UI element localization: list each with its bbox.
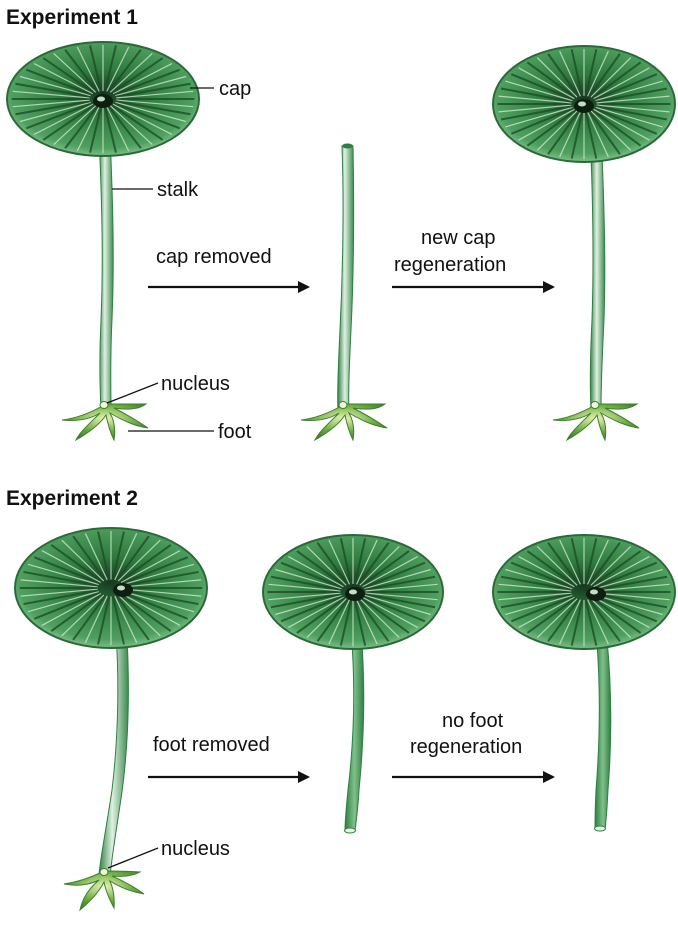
exp1-foot-2 (301, 402, 387, 441)
exp2-plant-foot-removed (263, 535, 443, 833)
exp2-plant-no-regeneration (493, 535, 675, 831)
exp2-step2-text-line2: regeneration (410, 736, 522, 758)
exp2-cap-2 (263, 535, 443, 649)
experiment-2-heading: Experiment 2 (6, 487, 138, 510)
foot-label: foot (218, 421, 252, 443)
exp1-plant-regenerated (493, 46, 675, 440)
exp2-nucleus (100, 869, 108, 876)
exp2-stalk-cut-1 (345, 620, 364, 831)
exp1-step2-text-line1: new cap (421, 227, 496, 249)
exp1-cap-intact (7, 42, 199, 156)
exp1-step1-text: cap removed (156, 246, 272, 268)
exp1-foot-intact (62, 402, 148, 441)
exp2-foot (64, 869, 144, 911)
cap-label: cap (219, 78, 251, 100)
exp1-nucleus-intact (100, 402, 108, 409)
exp1-foot-3 (553, 402, 639, 441)
stalk-label: stalk (157, 179, 199, 201)
exp2-stalk-intact (99, 620, 128, 877)
exp2-step2-text-line1: no foot (442, 710, 504, 732)
exp1-stalk-cut (338, 146, 354, 410)
nucleus-leader-line-exp1 (107, 383, 158, 403)
exp1-stalk-regen (590, 130, 605, 410)
exp2-step1-text: foot removed (153, 734, 270, 756)
exp2-cap-1 (15, 528, 207, 648)
nucleus-label-exp2: nucleus (161, 838, 230, 860)
nucleus-leader-line-exp2 (108, 848, 158, 868)
exp1-step2-text-line2: regeneration (394, 254, 506, 276)
exp2-stalk-cut-2 (595, 620, 611, 829)
exp1-plant-cap-removed (301, 144, 387, 441)
exp1-cap-regenerated (493, 46, 675, 162)
nucleus-label-exp1: nucleus (161, 373, 230, 395)
exp2-cap-3 (493, 535, 675, 649)
experiment-1-heading: Experiment 1 (6, 6, 138, 29)
